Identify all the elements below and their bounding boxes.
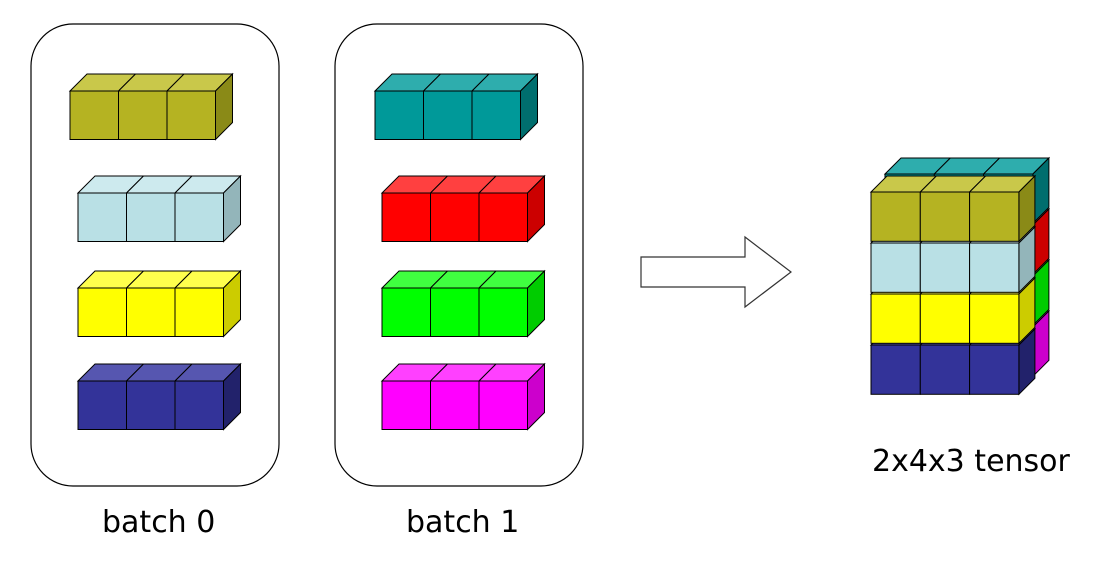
right-arrow-icon	[640, 235, 792, 309]
cube-front-face	[478, 380, 528, 430]
cube-front-face	[174, 192, 224, 242]
cube-front-face	[126, 192, 176, 242]
cube-front-face	[126, 287, 176, 337]
cube-front-face	[870, 344, 921, 395]
cube-front-face	[381, 287, 431, 337]
batch-1-row-0	[373, 72, 539, 141]
batch-1-group	[334, 23, 584, 487]
cube-front-face	[870, 242, 921, 293]
cube-front-face	[126, 380, 176, 430]
batch-0-row-3	[76, 362, 242, 431]
batch-0-label: batch 0	[102, 505, 216, 540]
cube-front-face	[919, 344, 971, 395]
cube-front-face	[118, 90, 168, 140]
cube-front-face	[423, 90, 473, 140]
cube-front-face	[174, 287, 224, 337]
tensor-front-row-0	[869, 174, 1037, 243]
cube-front-face	[174, 380, 224, 430]
cube-front-face	[870, 293, 921, 344]
cube-front-face	[381, 380, 431, 430]
cube-front-face	[77, 380, 127, 430]
cube-front-face	[77, 287, 127, 337]
cube-front-face	[77, 192, 127, 242]
tensor-label: 2x4x3 tensor	[872, 444, 1070, 479]
cube-front-face	[430, 287, 480, 337]
cube-front-face	[870, 191, 921, 242]
cube-front-face	[381, 192, 431, 242]
cube-front-face	[969, 242, 1020, 293]
tensor-front-layer	[869, 174, 1037, 396]
tensor-stack	[869, 156, 1051, 396]
cube-front-face	[919, 293, 971, 344]
batch-0-row-1	[76, 174, 242, 243]
batch-1-label: batch 1	[406, 505, 520, 540]
batch-0-group	[30, 23, 280, 487]
cube-front-face	[969, 191, 1020, 242]
cube-front-face	[69, 90, 119, 140]
batch-0-row-2	[76, 269, 242, 338]
cube-front-face	[478, 192, 528, 242]
batch-1-row-3	[380, 362, 546, 431]
cube-front-face	[919, 242, 971, 293]
cube-front-face	[478, 287, 528, 337]
cube-front-face	[430, 380, 480, 430]
cube-front-face	[969, 293, 1020, 344]
cube-front-face	[430, 192, 480, 242]
batch-1-row-2	[380, 269, 546, 338]
batch-groups	[30, 23, 584, 487]
cube-front-face	[471, 90, 521, 140]
batch-0-row-0	[68, 72, 234, 141]
cube-front-face	[374, 90, 424, 140]
batch-1-row-1	[380, 174, 546, 243]
cube-front-face	[969, 344, 1020, 395]
cube-front-face	[166, 90, 216, 140]
cube-front-face	[919, 191, 971, 242]
